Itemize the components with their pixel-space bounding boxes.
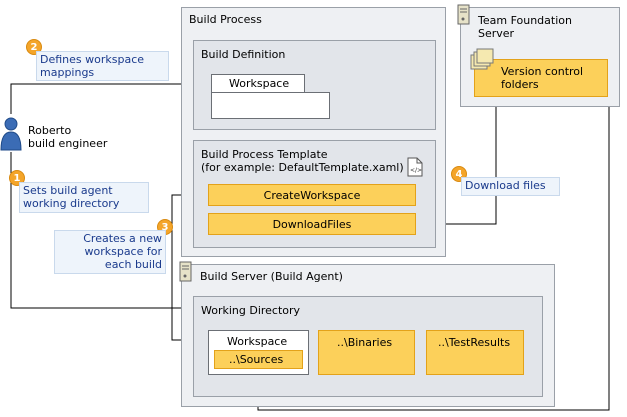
- version-control-label-line1: Version control: [501, 65, 584, 78]
- step-1-line2: working directory: [23, 197, 120, 210]
- person-name: Roberto: [28, 124, 72, 137]
- sources-folder: ..\Sources: [214, 350, 303, 369]
- person-icon: [0, 117, 22, 151]
- xaml-file-icon: </>: [407, 157, 423, 177]
- test-results-label: ..\TestResults: [438, 336, 511, 349]
- line-defines-workspace: [10, 80, 219, 114]
- step-1-line1: Sets build agent: [23, 184, 113, 197]
- svg-text:</>: </>: [410, 167, 422, 174]
- server-icon: [457, 4, 470, 25]
- step-2-note: Defines workspace mappings: [36, 51, 169, 81]
- step-3-line1: Creates a new: [83, 232, 162, 245]
- sources-label: ..\Sources: [229, 353, 284, 366]
- step-4-line1: Download files: [465, 179, 546, 192]
- build-process-title: Build Process: [189, 13, 262, 26]
- workspace-mapping-panel: [211, 92, 330, 119]
- download-files-label: DownloadFiles: [272, 218, 352, 231]
- step-2-line1: Defines workspace: [40, 53, 145, 66]
- version-control-label-line2: folders: [501, 78, 539, 91]
- line-sets-working-dir: [10, 152, 193, 312]
- download-files-activity: DownloadFiles: [208, 213, 416, 235]
- working-directory-title: Working Directory: [201, 304, 301, 317]
- binaries-folder: ..\Binaries: [318, 330, 415, 375]
- step-3-note: Creates a new workspace for each build: [54, 230, 166, 274]
- step-2-line2: mappings: [40, 66, 95, 79]
- workspace-tab: Workspace: [211, 74, 305, 93]
- workspace-tab-label: Workspace: [229, 77, 290, 90]
- build-definition-title: Build Definition: [201, 48, 286, 61]
- template-title: Build Process Template: [201, 148, 328, 161]
- binaries-label: ..\Binaries: [337, 336, 393, 349]
- tfs-title-line2: Server: [478, 27, 515, 40]
- build-server-icon: [179, 261, 192, 282]
- step-1-note: Sets build agent working directory: [19, 182, 149, 213]
- template-subtitle: (for example: DefaultTemplate.xaml): [201, 161, 404, 174]
- person-role: build engineer: [28, 137, 108, 150]
- step-4-note: Download files: [461, 177, 560, 196]
- create-workspace-activity: CreateWorkspace: [208, 184, 416, 206]
- build-workspace-label: Workspace: [227, 335, 288, 348]
- version-control-folders: Version control folders: [474, 59, 608, 97]
- step-3-line2: workspace for: [84, 245, 162, 258]
- build-server-title: Build Server (Build Agent): [200, 270, 343, 283]
- test-results-folder: ..\TestResults: [426, 330, 524, 375]
- tfs-title-line1: Team Foundation: [478, 14, 572, 27]
- folders-icon: [470, 48, 494, 70]
- create-workspace-label: CreateWorkspace: [263, 189, 361, 202]
- step-3-line3: each build: [104, 258, 162, 271]
